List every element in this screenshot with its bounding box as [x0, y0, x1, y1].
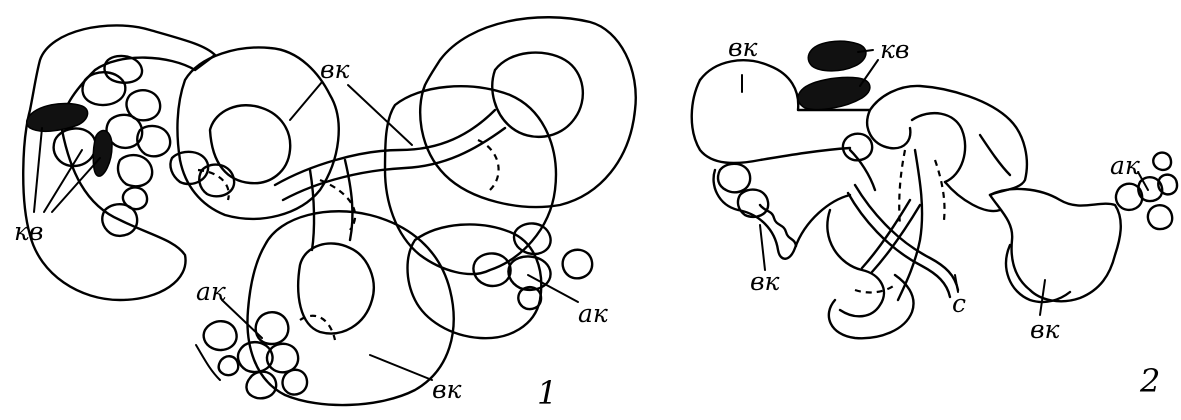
panel-2-number: 2 — [1139, 362, 1160, 400]
panel-2-inner-6 — [980, 135, 1010, 175]
panel-2-dashed-2 — [935, 160, 945, 220]
panel-2-dashed-3 — [855, 285, 895, 292]
panel-2-outline-bottom-lobe — [829, 275, 914, 338]
panel-1-label-kv-left: кв — [14, 217, 43, 246]
panel-1-small-cell-9 — [199, 165, 234, 197]
panel-1-leader-vk-top-1 — [290, 82, 322, 120]
panel-1-outline-right — [420, 17, 636, 207]
panel-1-dark-body-1 — [27, 103, 88, 131]
panel-1-inner-cell-mid — [210, 105, 290, 183]
panel-1-tube-b — [283, 128, 505, 200]
panel-1-outline-mid — [177, 47, 338, 218]
panel-1-leader-vk-top-2 — [348, 85, 412, 145]
panel-1-small-cell-1 — [82, 72, 125, 105]
panel-2-label-vk-bottom-right: вк — [1030, 315, 1060, 344]
panel-1-ak-cell-11 — [563, 250, 593, 279]
panel-2-ak-cell-4 — [1148, 205, 1172, 229]
panel-1: вк кв ак ак вк 1 — [14, 17, 636, 412]
panel-2-small-cell-1 — [718, 164, 750, 193]
panel-1-label-vk-top: вк — [320, 55, 350, 84]
panel-1-dashed-2 — [478, 140, 499, 190]
panel-1-small-cell-11 — [123, 187, 147, 209]
panel-1-label-ak-right: ак — [578, 299, 608, 328]
panel-2: вк кв ак вк с вк 2 — [692, 33, 1177, 400]
panel-1-ak-cell-1 — [204, 321, 237, 350]
panel-2-inner-3 — [850, 150, 875, 190]
panel-1-leader-vk-bottom — [370, 355, 432, 380]
panel-1-ak-cell-7 — [283, 370, 308, 395]
panel-2-label-c: с — [952, 289, 966, 318]
panel-1-number: 1 — [537, 374, 557, 412]
panel-1-small-cell-8 — [170, 152, 208, 184]
panel-1-leader-kv-2 — [44, 150, 82, 212]
panel-2-small-cell-2 — [738, 190, 768, 217]
panel-1-tube-c — [310, 170, 314, 250]
panel-1-leader-kv-1 — [34, 128, 42, 212]
panel-2-label-ak-right: ак — [1110, 151, 1140, 180]
panel-2-ak-cell-3 — [1153, 153, 1171, 170]
panel-1-leader-ak-bottom — [222, 300, 262, 338]
panel-1-inner-cell-lower — [298, 243, 374, 333]
panel-1-small-cell-7 — [118, 155, 152, 186]
panel-2-dark-body-2 — [798, 78, 870, 110]
panel-1-dark-body-2 — [93, 131, 112, 177]
panel-1-outline-lower-right — [408, 224, 542, 338]
panel-1-label-ak-bottom: ак — [196, 277, 226, 306]
panel-1-label-vk-bottom: вк — [432, 375, 462, 404]
panel-2-inner-1 — [867, 110, 910, 148]
panel-2-label-vk-top-left: вк — [728, 33, 758, 62]
panel-2-label-vk-bottom-left: вк — [750, 267, 780, 296]
panel-1-ak-cell-2 — [256, 312, 289, 344]
panel-1-ak-cell-6 — [219, 356, 239, 375]
panel-2-dark-body-1 — [808, 41, 866, 71]
panel-2-leader-kv-2 — [860, 60, 878, 86]
panel-2-leader-vk-bottom-left — [760, 225, 765, 270]
panel-2-label-kv-top: кв — [880, 35, 909, 64]
